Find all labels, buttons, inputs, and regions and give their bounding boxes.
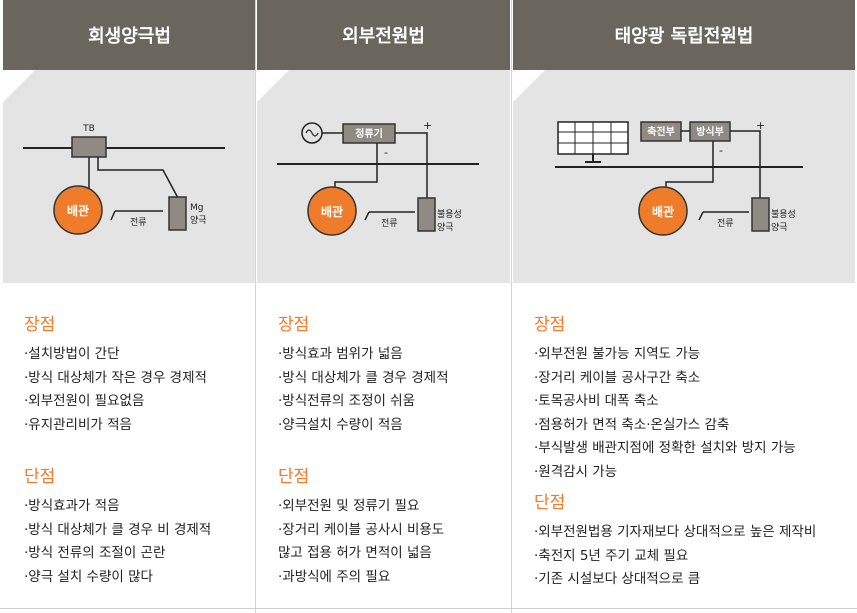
pipe-label: 배관	[321, 204, 343, 219]
pros-section: 장점 ·외부전원 불가능 지역도 가능 ·장거리 케이블 공사구간 축소 ·토목…	[534, 310, 796, 484]
pipe-label: 배관	[652, 204, 674, 219]
pros-item: ·점용허가 면적 축소·온실가스 감축	[534, 416, 730, 433]
anode-label-2: 양극	[437, 222, 454, 233]
cons-item: ·방식 전류의 조절이 곤란	[24, 545, 166, 561]
column-title: 외부전원법	[257, 0, 510, 70]
pipe-label: 배관	[67, 203, 89, 218]
insoluble-anode	[417, 197, 436, 232]
column-divider	[511, 0, 512, 613]
pros-heading: 장점	[24, 315, 56, 335]
rectifier-label: 정류기	[355, 127, 383, 140]
pros-item: ·방식효과 범위가 넓음	[278, 346, 403, 362]
current-label: 전류	[130, 217, 147, 228]
column-divider	[255, 0, 256, 613]
pros-item: ·설치방법이 간단	[24, 346, 120, 362]
diagram-svg: 정류기 + - 배관 전류 불용성 양극	[277, 119, 479, 236]
cons-item: ·양극 설치 수량이 많다	[24, 568, 153, 585]
current-label: 전류	[381, 218, 398, 229]
plus-label: +	[756, 119, 765, 132]
storage-label: 축전부	[647, 125, 675, 138]
corner-fold	[3, 70, 35, 102]
pros-heading: 장점	[534, 315, 566, 335]
pros-item: ·외부전원 불가능 지역도 가능	[534, 346, 701, 362]
insoluble-anode	[751, 197, 770, 232]
column-title: 회생양극법	[3, 0, 256, 70]
pipe-circle	[53, 185, 103, 235]
pros-heading: 장점	[278, 315, 310, 335]
current-label: 전류	[717, 218, 734, 229]
pros-item: ·부식발생 배관지점에 정확한 설치와 방지 가능	[534, 440, 796, 456]
column-impressed-current: 외부전원법 정류기 + - 배관 전류 불용성 양극 장점 ·방식효과 범위가 …	[257, 0, 510, 613]
diagram-svg: 축전부 방식부 + - 배관 전류 불용성 양극	[555, 119, 803, 236]
pipe-circle	[307, 186, 357, 236]
pros-item: ·장거리 케이블 공사구간 축소	[534, 369, 701, 386]
cons-section: 단점 ·외부전원법용 기자재보다 상대적으로 높은 제작비 ·축전지 5년 주기…	[534, 488, 816, 592]
pros-item: ·토목공사비 대폭 축소	[534, 393, 659, 409]
minus-label: -	[384, 146, 388, 159]
cons-section: 단점 ·방식효과가 적음 ·방식 대상체가 클 경우 비 경제적 ·방식 전류의…	[24, 462, 211, 589]
cons-heading: 단점	[24, 467, 56, 487]
cons-heading: 단점	[534, 493, 566, 513]
anode-label-2: 양극	[190, 215, 207, 226]
pros-item: ·유지관리비가 적음	[24, 416, 132, 433]
pros-section: 장점 ·방식효과 범위가 넓음 ·방식 대상체가 클 경우 경제적 ·방식전류의…	[278, 310, 449, 437]
tb-label: TB	[82, 124, 95, 134]
anode-label-1: Mg	[190, 203, 203, 213]
cons-heading: 단점	[278, 467, 310, 487]
cons-item: ·기존 시설보다 상대적으로 큼	[534, 571, 701, 587]
diagram-solar-independent: 축전부 방식부 + - 배관 전류 불용성 양극	[513, 70, 855, 283]
plus-label: +	[423, 119, 432, 132]
pros-section: 장점 ·설치방법이 간단 ·방식 대상체가 작은 경우 경제적 ·외부전원이 필…	[24, 310, 207, 437]
diagram-sacrificial-anode: TB 배관 전류 Mg 양극	[3, 70, 256, 283]
anode-label-1: 불용성	[437, 209, 462, 220]
corner-fold	[513, 70, 545, 102]
solar-panel-icon	[557, 121, 629, 163]
tb-box	[71, 136, 107, 158]
pros-item: ·원격감시 가능	[534, 463, 618, 480]
column-solar-independent: 태양광 독립전원법 축전부 방식부 + -	[513, 0, 855, 613]
corner-fold	[257, 70, 289, 102]
cons-item: ·방식효과가 적음	[24, 498, 120, 514]
cons-item: ·방식 대상체가 클 경우 비 경제적	[24, 521, 212, 538]
cons-item: ·외부전원 및 정류기 필요	[278, 498, 420, 514]
cons-item: ·축전지 5년 주기 교체 필요	[534, 547, 689, 564]
pros-item: ·방식 대상체가 클 경우 경제적	[278, 369, 449, 386]
cons-section: 단점 ·외부전원 및 정류기 필요 ·장거리 케이블 공사시 비용도 많고 접용…	[278, 462, 444, 589]
minus-label: -	[719, 144, 723, 157]
cons-item: ·장거리 케이블 공사시 비용도	[278, 521, 445, 538]
diagram-impressed-current: 정류기 + - 배관 전류 불용성 양극	[257, 70, 510, 283]
pros-item: ·방식전류의 조정이 쉬움	[278, 393, 416, 409]
column-title: 태양광 독립전원법	[513, 0, 855, 70]
diagram-svg: TB 배관 전류 Mg 양극	[23, 124, 225, 235]
pros-item: ·양극설치 수량이 적음	[278, 416, 403, 433]
cons-item: ·과방식에 주의 필요	[278, 568, 391, 585]
cons-item: ·외부전원법용 기자재보다 상대적으로 높은 제작비	[534, 524, 817, 540]
bottom-border	[0, 608, 857, 609]
pros-item: ·방식 대상체가 작은 경우 경제적	[24, 369, 207, 386]
column-sacrificial-anode: 회생양극법 TB 배관 전류 Mg 양극 장점 ·설치방법이 간단 ·방식 대상…	[3, 0, 256, 613]
anode-label-2: 양극	[771, 222, 788, 233]
pros-item: ·외부전원이 필요없음	[24, 393, 145, 409]
pipe-circle	[638, 186, 688, 236]
converter-label: 방식부	[696, 125, 724, 138]
mg-anode	[168, 196, 187, 231]
anode-label-1: 불용성	[771, 209, 796, 220]
cons-item: 많고 접용 허가 면적이 넓음	[278, 545, 432, 561]
